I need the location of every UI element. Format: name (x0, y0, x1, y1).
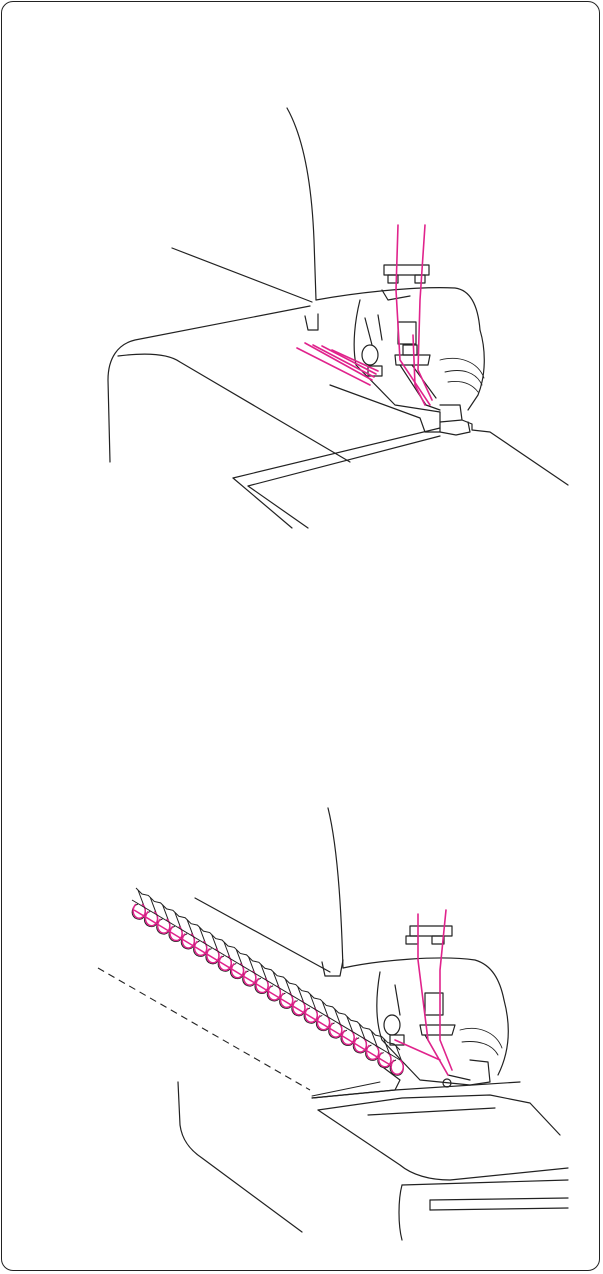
serger-threading-illustration (0, 0, 603, 620)
